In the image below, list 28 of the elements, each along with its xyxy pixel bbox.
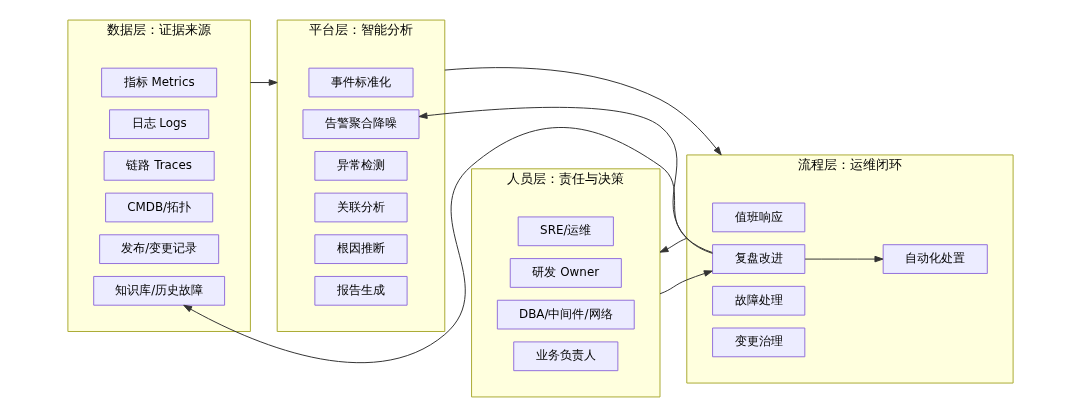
arrow: [659, 270, 713, 295]
node-box: 研发 Owner: [509, 258, 622, 288]
node-box: 变更治理: [711, 327, 805, 358]
node-box: 关联分析: [313, 192, 408, 223]
node-box: 日志 Logs: [108, 109, 209, 140]
node-box: 链路 Traces: [103, 150, 215, 181]
node-box: 发布/变更记录: [98, 234, 219, 265]
arrow: [659, 237, 687, 253]
node-box: 报告生成: [313, 275, 408, 306]
arrow: [804, 255, 883, 263]
node-box: 告警聚合降噪: [301, 109, 419, 140]
node-box: 事件标准化: [307, 67, 414, 98]
node-box: 指标 Metrics: [100, 67, 217, 98]
arrow: [443, 67, 722, 156]
node-box: 异常检测: [313, 150, 408, 181]
node-box: 复盘改进: [711, 244, 805, 274]
arrow: [249, 79, 278, 86]
node-box: CMDB/拓扑: [104, 192, 213, 223]
node-box: 值班响应: [711, 202, 805, 233]
arrow: [418, 106, 713, 254]
node-box: 根因推断: [313, 234, 408, 265]
node-box: 故障处理: [711, 285, 805, 316]
arrow: [182, 127, 713, 364]
node-box: DBA/中间件/网络: [496, 299, 635, 330]
node-box: 知识库/历史故障: [92, 275, 225, 306]
node-box: SRE/运维: [517, 216, 614, 247]
node-box: 业务负责人: [512, 341, 618, 372]
node-box: 自动化处置: [882, 244, 988, 274]
